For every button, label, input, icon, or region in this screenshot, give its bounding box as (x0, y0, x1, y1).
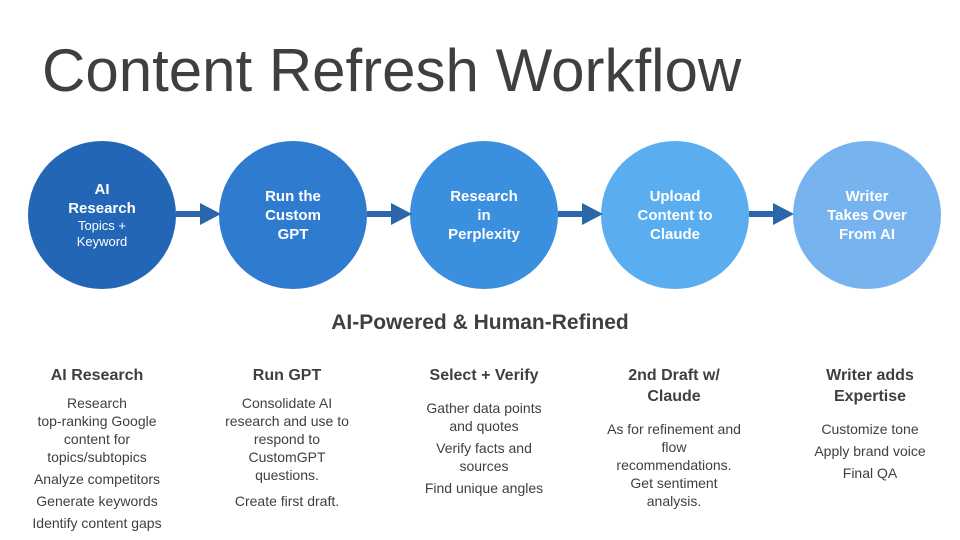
step-circle-upload-claude: Upload Content to Claude (601, 141, 749, 289)
column-heading: AI Research (50, 367, 144, 384)
column-item: Gather data points and quotes (426, 400, 542, 434)
column-select-verify: Select + Verify Gather data points and q… (394, 365, 574, 501)
arrow-right-icon (367, 203, 412, 225)
step-label: AI Research (68, 181, 136, 217)
step-circle-research-perplexity: Research in Perplexity (410, 141, 558, 289)
column-item: Customize tone (821, 421, 919, 437)
step-circle-ai-research: AI Research Topics + Keyword (28, 141, 176, 289)
column-item: Consolidate AI research and use to respo… (225, 395, 349, 483)
arrow-right-icon (176, 203, 221, 225)
arrow-right-icon (558, 203, 603, 225)
tagline: AI-Powered & Human-Refined (331, 311, 629, 334)
step-label: Research in Perplexity (448, 187, 520, 243)
step-label: Writer Takes Over From AI (827, 187, 907, 243)
column-item: Final QA (842, 465, 898, 481)
page-title: Content Refresh Workflow (42, 37, 742, 104)
step-sublabel: Topics + Keyword (76, 218, 128, 249)
column-item: Analyze competitors (33, 471, 161, 487)
column-item: Create first draft. (234, 493, 340, 509)
column-item: Research top-ranking Google content for … (37, 395, 157, 465)
column-run-gpt: Run GPT Consolidate AI research and use … (197, 365, 377, 514)
step-circle-run-custom-gpt: Run the Custom GPT (219, 141, 367, 289)
column-heading: 2nd Draft w/ Claude (628, 367, 720, 405)
step-label: Run the Custom GPT (265, 187, 321, 243)
column-heading: Writer adds Expertise (826, 367, 914, 405)
column-item: As for refinement and flow recommendatio… (607, 421, 741, 509)
column-item: Generate keywords (36, 493, 158, 509)
step-circle-writer-takes-over: Writer Takes Over From AI (793, 141, 941, 289)
column-writer-expertise: Writer adds Expertise Customize tone App… (780, 365, 960, 486)
column-item: Find unique angles (424, 480, 544, 496)
column-item: Identify content gaps (32, 515, 162, 531)
column-heading: Run GPT (252, 367, 322, 384)
column-item: Apply brand voice (814, 443, 926, 459)
column-ai-research: AI Research Research top-ranking Google … (7, 365, 187, 536)
column-second-draft-claude: 2nd Draft w/ Claude As for refinement an… (584, 365, 764, 514)
column-heading: Select + Verify (429, 367, 539, 384)
step-label: Upload Content to Claude (637, 187, 713, 243)
column-item: Verify facts and sources (436, 440, 532, 474)
arrow-right-icon (749, 203, 794, 225)
